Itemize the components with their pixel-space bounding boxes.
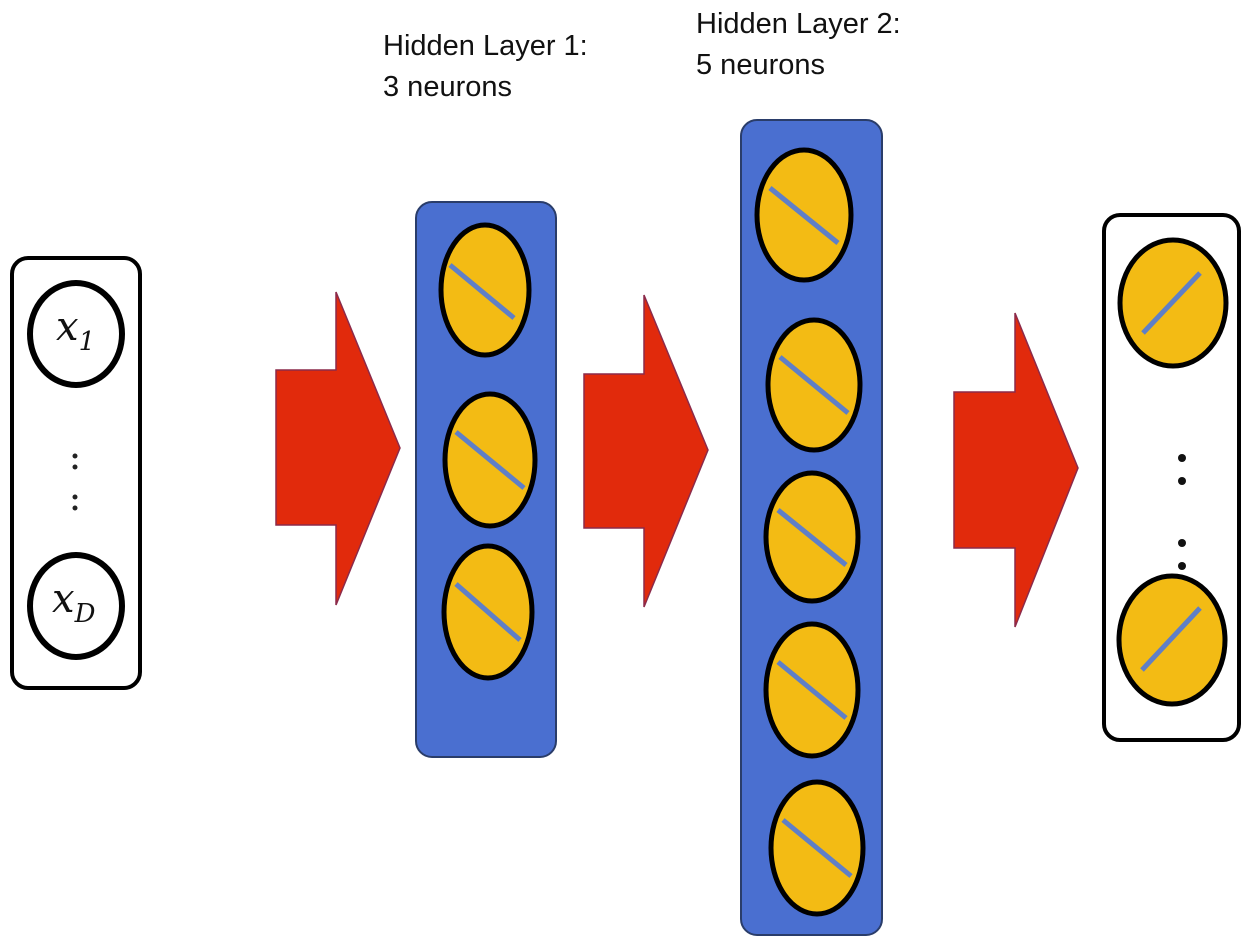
output-ellipsis-dot [1178, 539, 1186, 547]
hidden-layer-2-neurons [754, 147, 866, 917]
input-label-x1: x1 [56, 304, 95, 357]
hidden-layer-2-title: Hidden Layer 2: [696, 8, 901, 40]
hidden2-neuron-activation [781, 818, 853, 878]
arrow-hidden2-to-output [953, 312, 1079, 628]
hidden2-neuron-activation [768, 186, 840, 245]
output-neuron-activation [1141, 271, 1202, 335]
input-ellipsis-dot [72, 505, 78, 511]
arrow-input-to-hidden1 [275, 291, 401, 606]
input-ellipsis-dot [72, 494, 78, 500]
output-neuron-activation [1140, 606, 1202, 672]
output-ellipsis-dot [1178, 562, 1186, 570]
output-ellipsis-dot [1178, 454, 1186, 462]
input-neuron-x1 [27, 280, 125, 388]
hidden2-neuron-activation [778, 355, 850, 415]
hidden2-neuron-activation [776, 508, 848, 567]
input-label-xd: xD [52, 576, 96, 629]
hidden1-neuron-activation [454, 430, 526, 490]
hidden-layer-2-subtitle: 5 neurons [696, 49, 825, 81]
hidden1-neuron-activation [454, 582, 522, 642]
hidden-layer-1-title: Hidden Layer 1: [383, 30, 588, 62]
arrow-hidden1-to-hidden2 [583, 294, 709, 608]
hidden2-neuron-activation [776, 660, 848, 720]
input-ellipsis-dot [72, 464, 78, 470]
hidden1-neuron [438, 222, 532, 358]
hidden1-neuron-activation [448, 263, 516, 320]
output-ellipsis-dot [1178, 477, 1186, 485]
hidden-layer-1-subtitle: 3 neurons [383, 71, 512, 103]
hidden-layer-1-neurons [438, 222, 538, 681]
input-neuron-xd [27, 552, 125, 660]
input-ellipsis-dot [72, 453, 78, 459]
